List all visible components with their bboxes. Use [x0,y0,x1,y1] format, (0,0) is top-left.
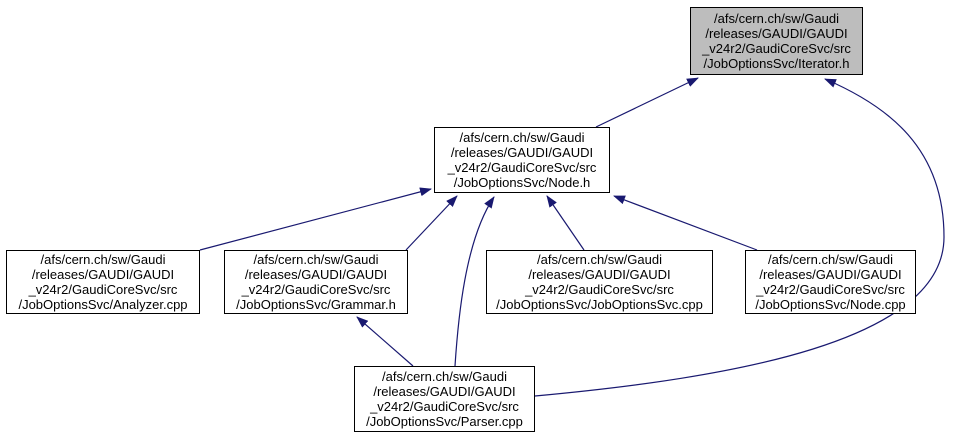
node-iterator-h[interactable]: /afs/cern.ch/sw/Gaudi /releases/GAUDI/GA… [690,7,863,75]
edge-grammar-h-to-node-h [405,195,458,251]
edge-node-h-to-iterator-h [595,77,699,128]
node-node-cpp[interactable]: /afs/cern.ch/sw/Gaudi /releases/GAUDI/GA… [745,250,916,314]
node-node-h[interactable]: /afs/cern.ch/sw/Gaudi /releases/GAUDI/GA… [434,127,610,193]
edge-node-cpp-to-node-h [613,195,758,251]
node-analyzer-cpp[interactable]: /afs/cern.ch/sw/Gaudi /releases/GAUDI/GA… [6,250,200,314]
edge-parser-cpp-to-node-h [454,196,495,367]
edge-joboptionssvc-cpp-to-node-h [546,195,585,251]
edge-parser-cpp-to-iterator-h [534,78,945,397]
edge-parser-cpp-to-grammar-h [356,316,414,367]
node-joboptionssvc-cpp[interactable]: /afs/cern.ch/sw/Gaudi /releases/GAUDI/GA… [486,250,713,314]
node-parser-cpp[interactable]: /afs/cern.ch/sw/Gaudi /releases/GAUDI/GA… [354,366,535,432]
node-grammar-h[interactable]: /afs/cern.ch/sw/Gaudi /releases/GAUDI/GA… [224,250,408,314]
edge-analyzer-cpp-to-node-h [199,187,432,251]
